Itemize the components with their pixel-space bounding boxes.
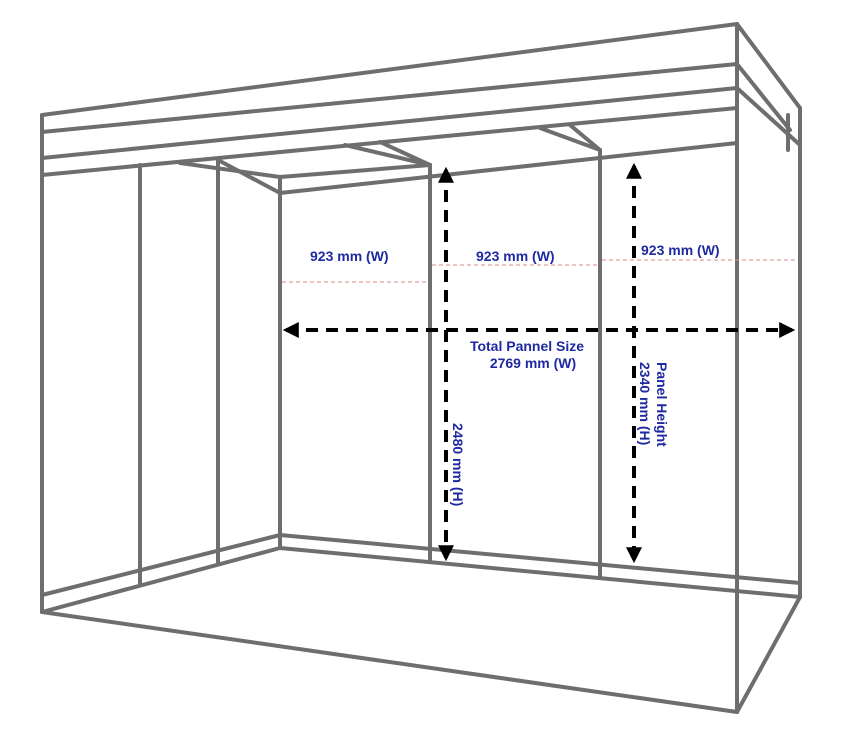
reference-lines (282, 259, 798, 283)
total-width-value: 2769 mm (W) (490, 355, 576, 371)
panel-height-value: 2340 mm (H) (637, 362, 653, 445)
panel-width-label-1: 923 mm (W) (310, 248, 389, 264)
frame-lines (40, 22, 802, 714)
panel-width-label-2: 923 mm (W) (476, 248, 555, 264)
total-width-title: Total Pannel Size (470, 338, 584, 354)
height-label-left: 2480 mm (H) (450, 423, 466, 506)
panel-width-label-3: 923 mm (W) (641, 242, 720, 258)
panel-height-title: Panel Height (654, 362, 670, 447)
